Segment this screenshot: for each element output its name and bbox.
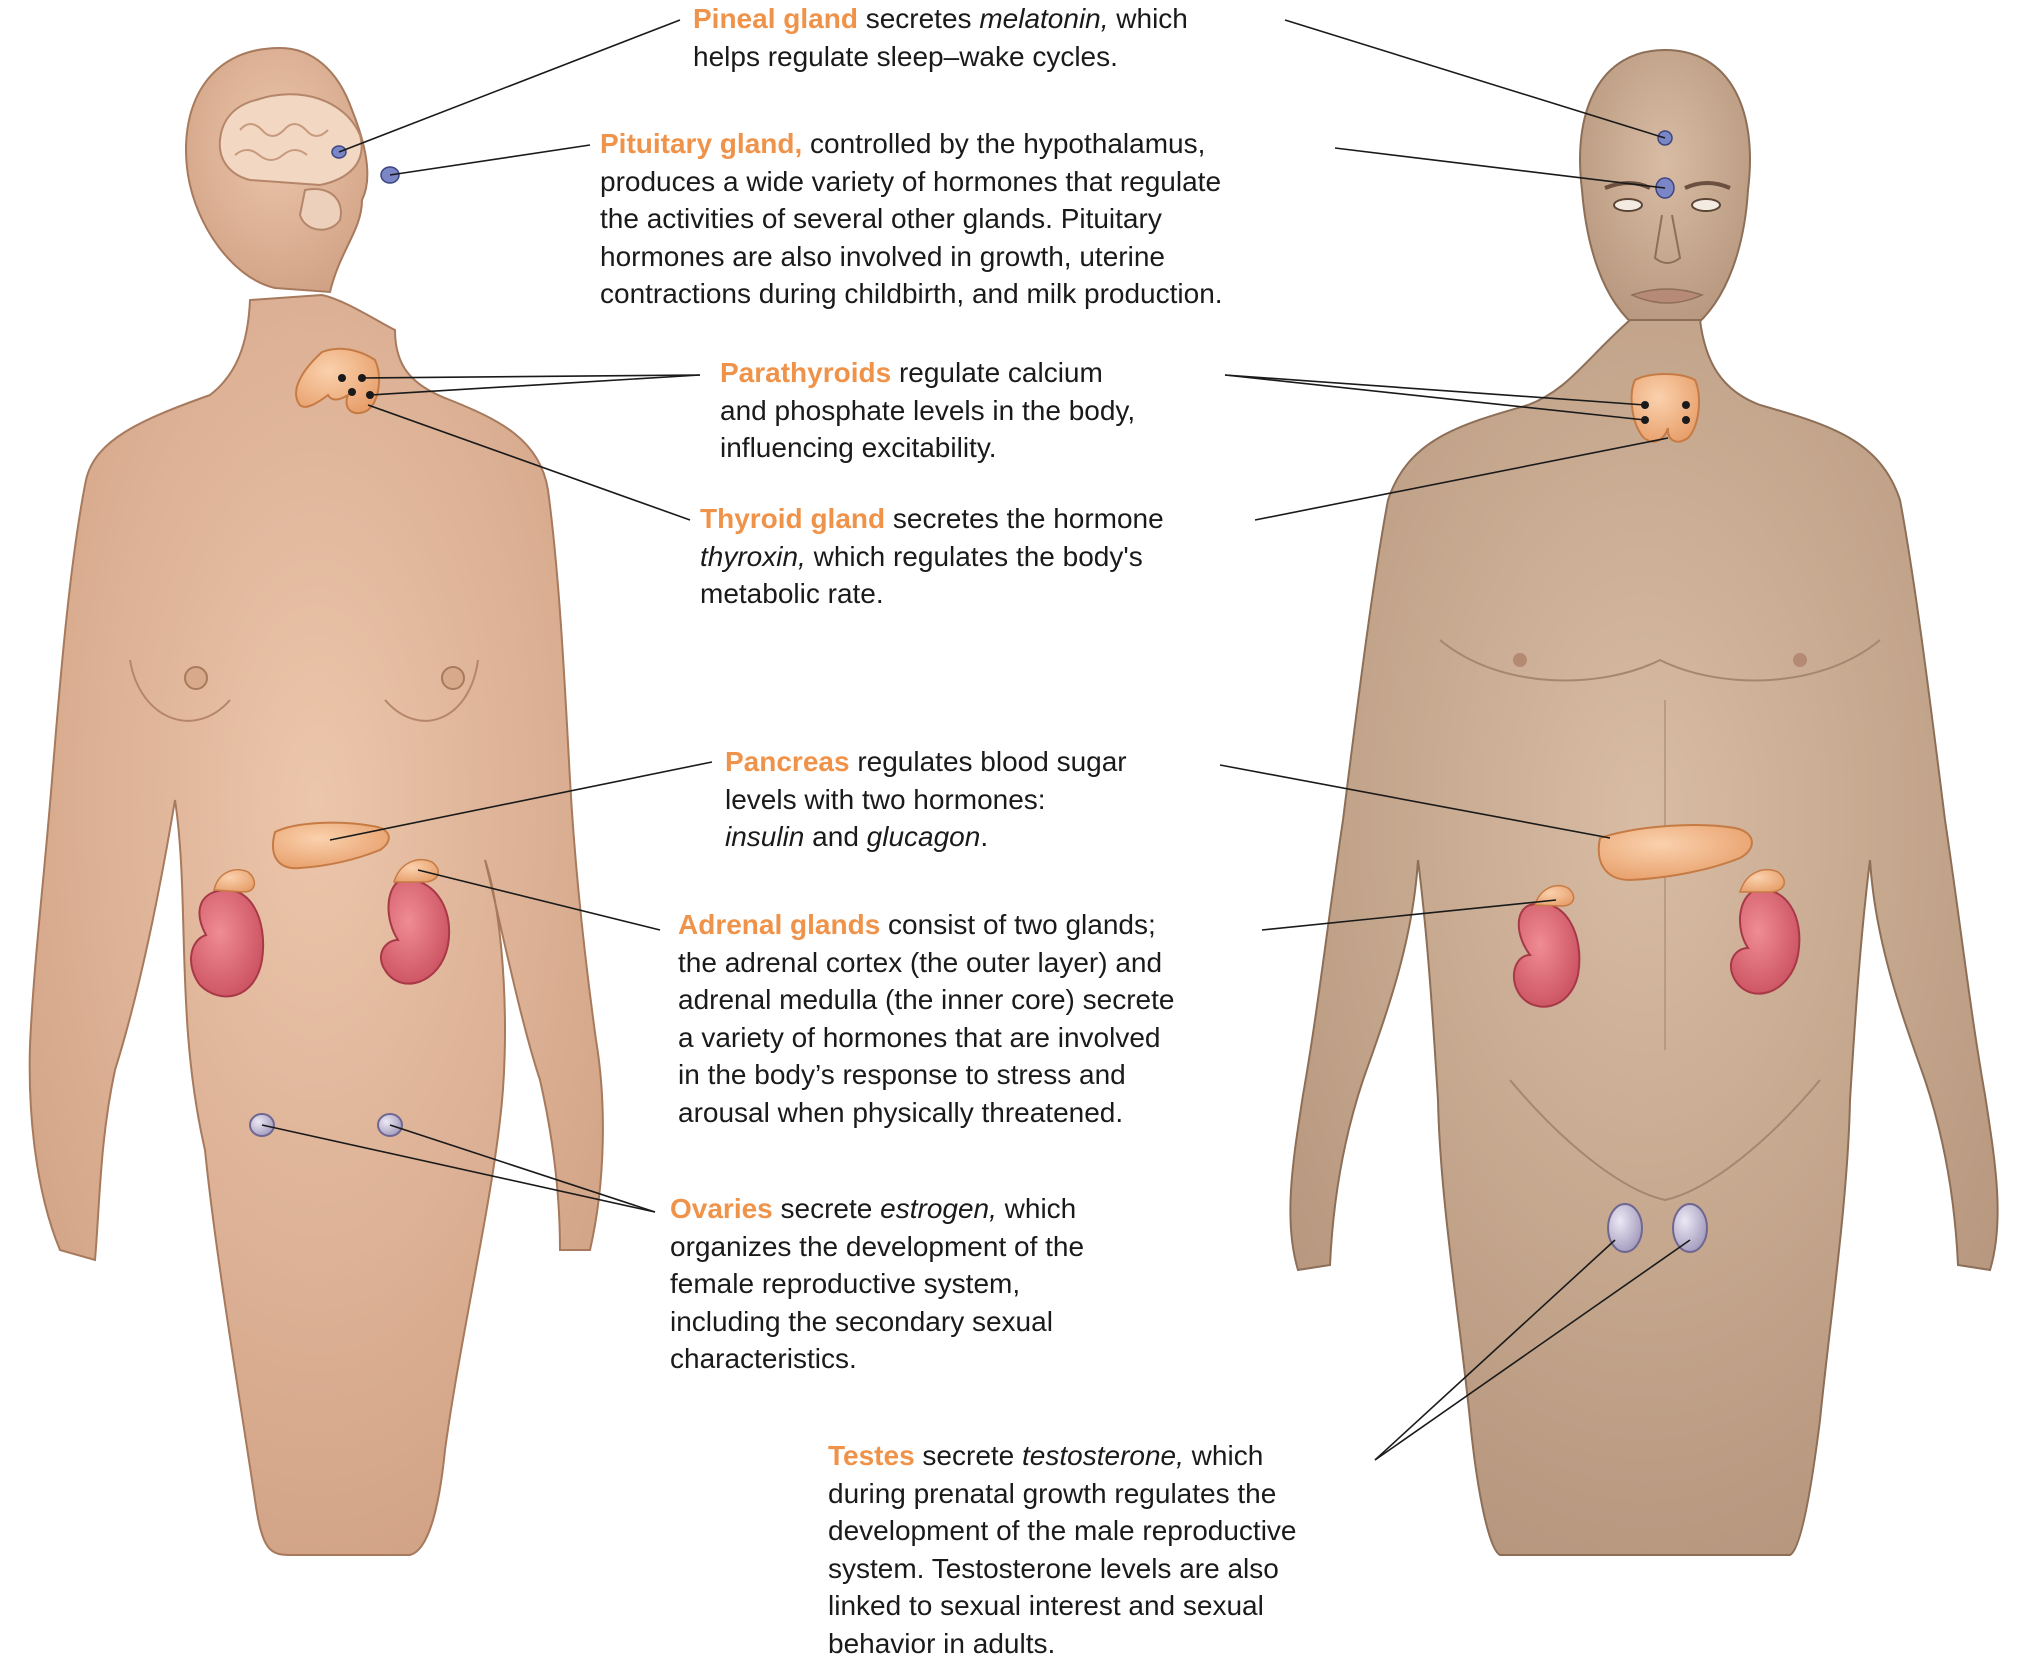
male-adrenal-right [1738,869,1785,893]
label-adrenal-glands: Adrenal glands consist of two glands; th… [678,909,1175,1128]
leader-testis-right [1374,1239,1691,1461]
female-adrenal-left [213,869,256,893]
leader-adrenal-male [1261,899,1557,931]
term-parathyroids: Parathyroids [720,357,892,388]
female-thyroid [295,347,381,415]
leader-thyroid-male [1254,437,1669,521]
term-pancreas: Pancreas [725,746,850,777]
male-mouth [1629,288,1705,304]
leader-pancreas-female [329,761,713,841]
leader-parathyroid-male-2 [1224,374,1646,421]
female-parathyroid-1 [338,374,346,382]
male-testis-right [1672,1203,1708,1253]
label-pancreas: Pancreas regulates blood sugar levels wi… [725,746,1127,852]
label-ovaries: Ovaries secrete estrogen, which organize… [670,1193,1085,1374]
female-nipple-left [184,666,208,690]
female-figure [28,46,604,1556]
female-cerebellum [298,188,342,231]
male-nipple-right [1793,653,1807,667]
female-parathyroid-2 [348,388,356,396]
male-nose [1653,214,1682,264]
term-pituitary-gland: Pituitary gland, [600,128,803,159]
term-pineal-gland: Pineal gland [693,3,858,34]
leader-parathyroid-female-2 [369,374,701,396]
term-testes: Testes [828,1440,915,1471]
term-adrenal-glands: Adrenal glands [678,909,881,940]
label-thyroid-gland: Thyroid gland secretes the hormone thyro… [700,503,1164,609]
male-groin-lines [1509,1079,1821,1202]
label-pituitary-gland: Pituitary gland, controlled by the hypot… [600,128,1223,309]
male-thyroid [1630,373,1700,443]
male-pectorals [1439,639,1881,682]
female-kidney-right [379,878,451,985]
male-torso [1289,319,1999,1556]
male-nipple-left [1513,653,1527,667]
leader-pineal-female [338,19,681,153]
male-eye-left [1613,198,1643,212]
term-thyroid-gland: Thyroid gland [700,503,886,534]
male-testis-left [1607,1203,1643,1253]
leader-pituitary-male [1334,147,1666,189]
leader-thyroid-female [367,404,691,521]
male-figure [1289,48,1999,1556]
label-testes: Testes secrete testosterone, which durin… [828,1440,1297,1659]
female-brain [218,93,363,187]
male-parathyroid-4 [1682,416,1690,424]
male-parathyroid-3 [1682,401,1690,409]
male-pancreas [1597,824,1753,882]
leader-parathyroid-female-1 [361,374,701,379]
female-brain-folds [234,123,329,161]
female-adrenal-right [392,859,439,883]
male-kidney-right [1729,888,1801,995]
leader-testis-left [1374,1239,1616,1461]
leader-pancreas-male [1219,764,1611,839]
male-kidney-left [1512,902,1581,1008]
label-pineal-gland: Pineal gland secretes melatonin, which h… [693,3,1188,72]
term-ovaries: Ovaries [670,1193,773,1224]
leader-ovary-right [389,1124,656,1213]
male-eye-right [1691,198,1721,212]
female-chest-right [384,659,479,722]
leader-lines [261,19,1691,1461]
female-nipple-right [441,666,465,690]
leader-ovary-left [261,1124,656,1213]
leader-pineal-male [1284,19,1666,139]
label-parathyroids: Parathyroids regulate calcium and phosph… [720,357,1136,463]
female-torso [28,293,604,1556]
leader-pituitary-female [389,144,591,176]
female-kidney-left [190,889,265,998]
leader-adrenal-female [417,869,661,931]
leader-parathyroid-male-1 [1224,374,1646,406]
female-chest-left [129,659,231,722]
